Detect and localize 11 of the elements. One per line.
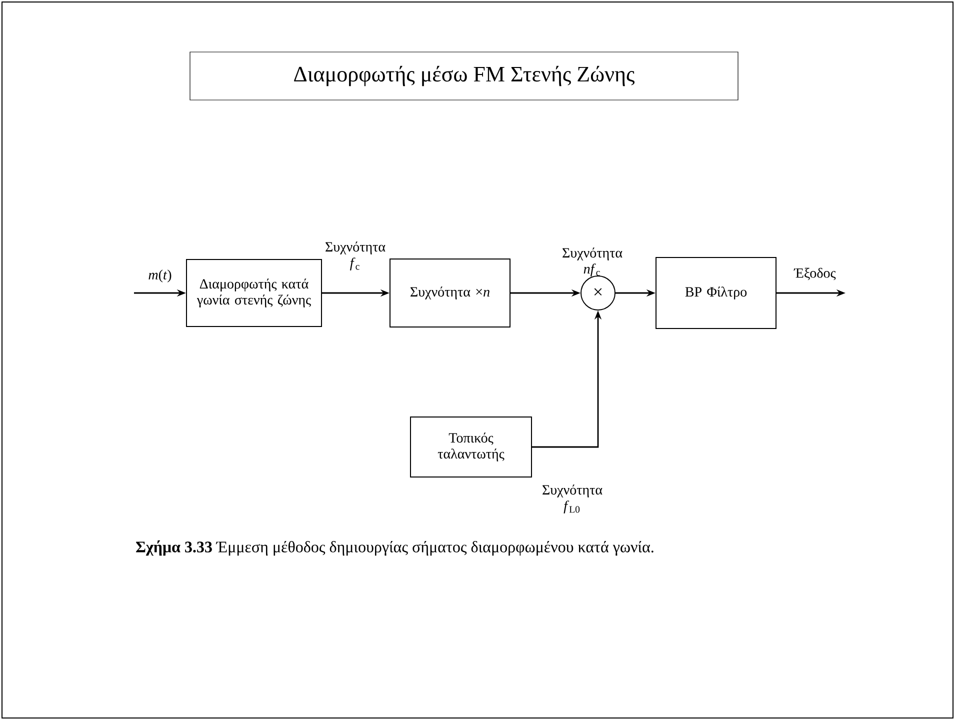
edge-label: m(t) — [148, 270, 172, 282]
block-box: Τοπικός ταλαντωτής — [410, 416, 532, 478]
edge-label: Συχνότητα nf$_{c}$ — [562, 248, 622, 276]
edge-label: Συχνότητα f$_{L0}$ — [542, 484, 602, 514]
caption: Σχήμα 3.33 Έμμεση μέθοδος δημιουργίας σήματος διαμορφωμένου κατά γωνία. — [136, 540, 654, 556]
block-box: Συχνότητα ×n — [390, 258, 510, 328]
block-box: BP Φίλτρο — [656, 257, 776, 329]
block-box: Διαμορφωτής κατά γωνία στενής ζώνης — [186, 259, 322, 327]
edge-label: Συχνότητα f$_{c}$ — [326, 242, 386, 270]
edge-label: Έξοδος — [794, 268, 836, 280]
title-box: Διαμορφωτής μέσω FM Στενής Ζώνης — [190, 52, 738, 100]
